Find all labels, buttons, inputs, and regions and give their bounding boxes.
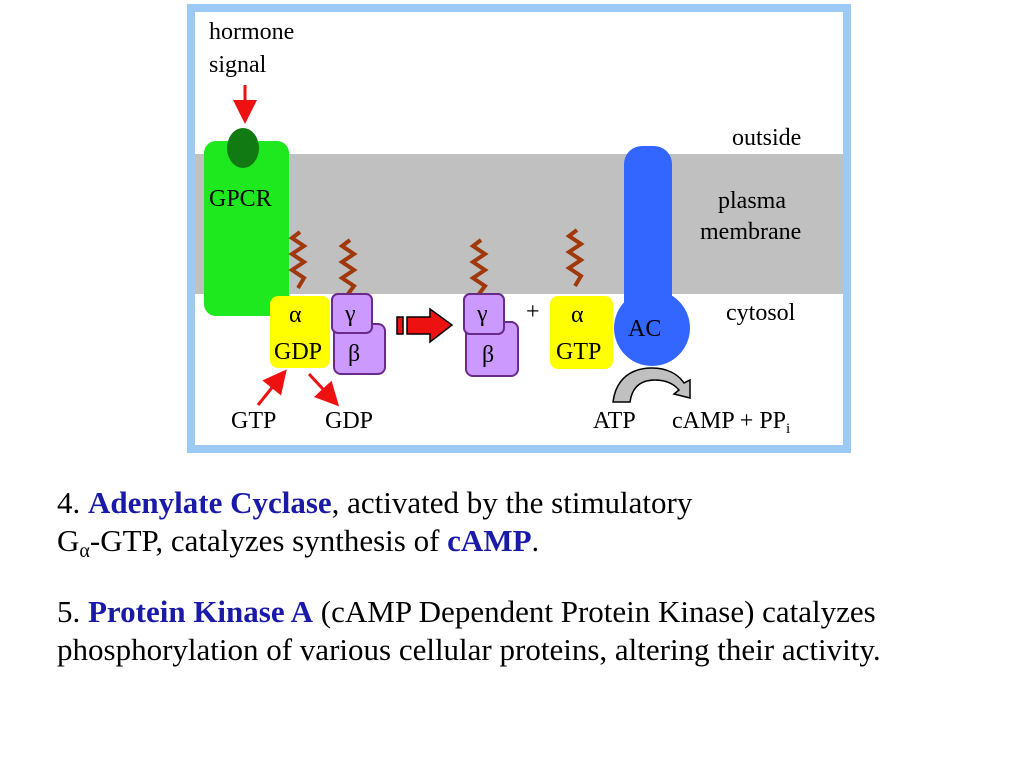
protein-kinase-a-term: Protein Kinase A xyxy=(88,594,314,629)
gpcr-receptor xyxy=(204,141,289,316)
gtp-in-arrow xyxy=(256,369,287,406)
adenylate-cyclase-term: Adenylate Cyclase xyxy=(88,485,332,520)
plasma-label: plasma xyxy=(718,188,786,214)
beta-label: β xyxy=(348,341,360,367)
signal-label: signal xyxy=(209,52,267,78)
lipid-anchor xyxy=(469,238,489,296)
ac-label: AC xyxy=(628,316,661,342)
atp-to-camp-arrow xyxy=(612,367,691,403)
adenylate-cyclase-domain xyxy=(614,290,690,366)
gpcr-label: GPCR xyxy=(209,186,272,212)
hormone-binding-site xyxy=(227,128,259,168)
g-alpha-gdp-subunit xyxy=(270,296,330,368)
cytosol-label: cytosol xyxy=(726,300,796,326)
released-gamma-label: γ xyxy=(476,301,488,327)
released-beta-label: β xyxy=(482,342,494,368)
lipid-anchor xyxy=(338,238,358,296)
outside-label: outside xyxy=(732,125,801,151)
gtp-label: GTP xyxy=(231,408,276,434)
g-gamma-subunit xyxy=(331,293,373,334)
activation-arrow-tail xyxy=(396,316,404,335)
camp-pp-subscript: i xyxy=(786,421,790,437)
camp-pp-label: cAMP + PPi xyxy=(672,408,790,437)
gpcr-signaling-diagram: hormone signal outside plasma membrane c… xyxy=(187,4,851,453)
released-gamma-subunit xyxy=(463,293,505,335)
lipid-anchor xyxy=(565,228,585,288)
paragraph-protein-kinase-a: 5. Protein Kinase A (cAMP Dependent Prot… xyxy=(57,594,881,667)
alpha-active-label: α xyxy=(571,302,584,328)
plasma-membrane-band xyxy=(195,154,843,294)
atp-label: ATP xyxy=(593,408,636,434)
alpha-label: α xyxy=(289,302,302,328)
paragraph-adenylate-cyclase: 4. Adenylate Cyclase, activated by the s… xyxy=(57,485,693,562)
gdp-label: GDP xyxy=(325,408,373,434)
camp-term: cAMP xyxy=(447,523,532,558)
gdp-out-arrow xyxy=(307,372,340,407)
plus-sign: + xyxy=(526,299,540,325)
gdp-bound-label: GDP xyxy=(274,339,322,365)
membrane-label: membrane xyxy=(700,219,801,245)
lipid-anchor xyxy=(288,230,308,290)
activation-arrow xyxy=(406,307,454,344)
alpha-subscript: α xyxy=(79,540,90,562)
gtp-bound-label: GTP xyxy=(556,339,601,365)
hormone-label: hormone xyxy=(209,19,294,45)
gamma-label: γ xyxy=(344,301,356,327)
g-alpha-gtp-subunit xyxy=(550,296,613,369)
adenylate-cyclase-stalk xyxy=(624,146,672,326)
